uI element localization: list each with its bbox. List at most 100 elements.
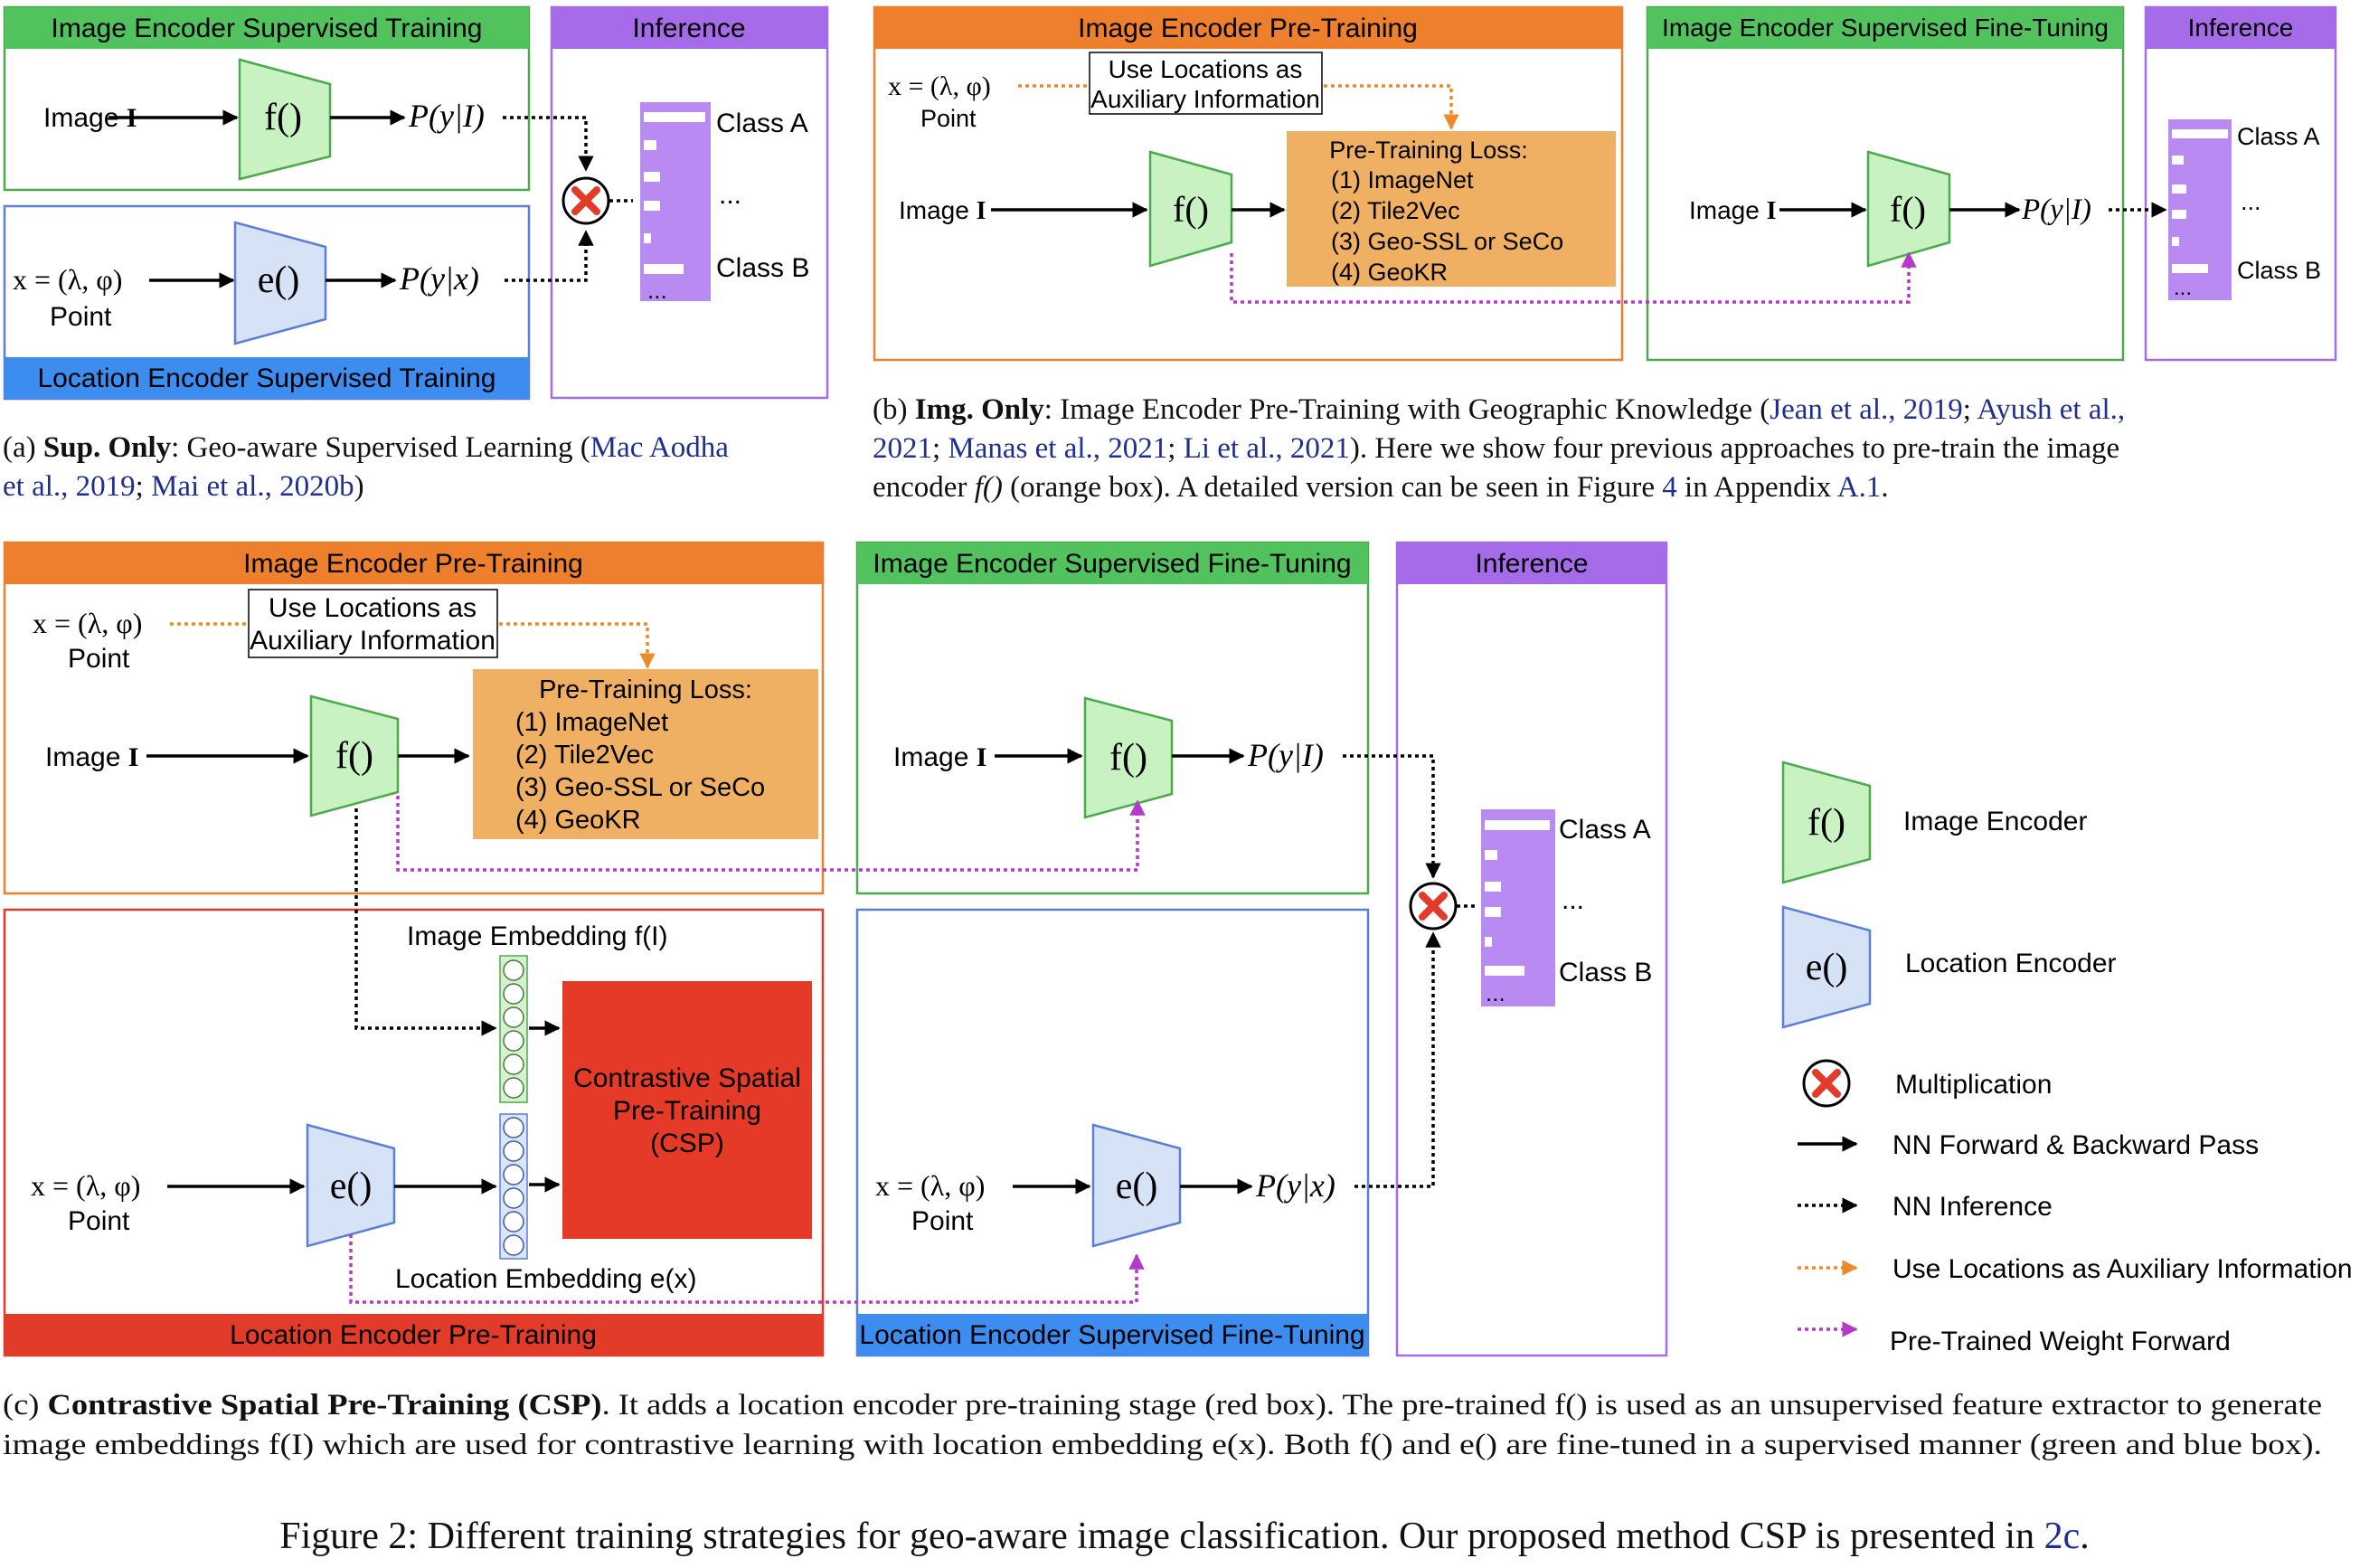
c-top-point-formula: x = (λ, φ) — [33, 607, 142, 639]
legend-nn-forward-backward: NN Forward & Backward Pass — [1892, 1130, 2259, 1160]
b-image-label: Image I — [899, 196, 986, 225]
b-caption-line2: 2021; Manas et al., 2021; Li et al., 202… — [873, 432, 2119, 465]
c-image-embedding-column — [499, 955, 528, 1103]
c-f-to-embedding-dotted — [354, 808, 497, 1036]
img-sup-training-title: Image Encoder Supervised Training — [52, 14, 483, 43]
c-loss-item-3: (3) Geo-SSL or SeCo — [515, 773, 765, 802]
a-image-encoder-f — [238, 58, 332, 181]
c-ft-e-label: e() — [1116, 1166, 1158, 1207]
loc-sup-training-title: Location Encoder Supervised Training — [38, 364, 496, 393]
b-use-locations-line1: Use Locations as — [1109, 55, 1303, 83]
c-ft-f-label: f() — [1109, 737, 1147, 779]
b-ellipsis: ... — [2174, 276, 2192, 300]
legend-use-locations: Use Locations as Auxiliary Information — [1892, 1254, 2353, 1284]
a-middle-dots: ... — [719, 180, 741, 210]
c-loc-pretraining-title: Location Encoder Pre-Training — [230, 1320, 597, 1350]
b-class-b: Class B — [2237, 257, 2321, 284]
a-ellipsis: ... — [647, 277, 667, 304]
c-ft-image-encoder-f — [1083, 696, 1174, 819]
c-csp-line2: Pre-Training — [613, 1096, 761, 1126]
c-pretrained-weight-forward-e — [349, 1234, 1145, 1304]
c-top-point-label: Point — [68, 644, 130, 674]
c-pretrain-location-encoder-e — [306, 1123, 396, 1248]
legend-image-encoder-icon — [1781, 760, 1872, 884]
b-ft-f-label: f() — [1890, 189, 1926, 230]
panel-b: Image Encoder Pre-Training x = (λ, φ) Po… — [873, 5, 2337, 504]
b-inference-title: Inference — [2188, 14, 2294, 42]
c-aux-to-loss — [499, 622, 656, 669]
legend-f-label: f() — [1807, 802, 1845, 844]
legend-multiplication-icon — [1804, 1061, 1849, 1106]
b-pretraining-header — [874, 7, 1622, 49]
c-loss-item-1: (1) ImageNet — [515, 708, 668, 737]
a-e-label: e() — [258, 260, 300, 301]
c-csp-line1: Contrastive Spatial — [573, 1063, 801, 1093]
c-img-pretraining-header — [5, 543, 823, 584]
c-loss-item-2: (2) Tile2Vec — [515, 741, 654, 770]
b-p-y-given-i: P(y|I) — [2021, 194, 2091, 226]
legend-nn-inference: NN Inference — [1892, 1192, 2053, 1222]
a-inference-dotted-bottom — [505, 230, 594, 282]
c-pretrain-f-label: f() — [335, 735, 373, 777]
b-loss-item-4: (4) GeoKR — [1331, 259, 1448, 286]
c-middle-dots: ... — [1562, 885, 1584, 915]
b-loss-item-1: (1) ImageNet — [1331, 166, 1474, 194]
c-inference-dotted-top — [1343, 754, 1441, 879]
b-loss-item-2: (2) Tile2Vec — [1331, 197, 1460, 224]
c-bottom-point-formula: x = (λ, φ) — [31, 1169, 140, 1202]
c-p-y-given-x: P(y|x) — [1255, 1167, 1336, 1204]
c-pretrain-image-encoder-f — [309, 694, 400, 817]
b-f-label: f() — [1173, 189, 1209, 230]
c-inference-dotted-bottom — [1354, 931, 1441, 1188]
c-loss-item-4: (4) GeoKR — [515, 806, 641, 835]
b-middle-dots: ... — [2241, 188, 2261, 215]
img-sup-training-header — [5, 7, 529, 49]
c-class-bar — [1481, 809, 1555, 1006]
b-ft-image-encoder-f — [1866, 150, 1951, 268]
c-location-embedding-column — [499, 1113, 528, 1260]
c-pretrain-e-label: e() — [330, 1166, 373, 1207]
c-use-locations-line1: Use Locations as — [269, 593, 477, 623]
loc-sup-training-header — [5, 357, 529, 399]
c-img-finetune-header — [857, 543, 1368, 584]
c-image-embedding-label: Image Embedding f(I) — [407, 921, 667, 951]
c-bottom-point-label: Point — [68, 1206, 130, 1236]
b-finetune-header — [1647, 7, 2123, 49]
b-use-locations-box — [1089, 52, 1323, 115]
c-p-y-given-i: P(y|I) — [1247, 737, 1324, 773]
c-loc-finetune-header — [857, 1314, 1368, 1355]
c-class-a: Class A — [1559, 815, 1651, 845]
c-ft-point-label: Point — [911, 1206, 974, 1236]
a-p-y-given-x: P(y|x) — [399, 260, 479, 297]
b-caption-line3: encoder f() (orange box). A detailed ver… — [873, 471, 1889, 504]
b-finetune-title: Image Encoder Supervised Fine-Tuning — [1662, 14, 2109, 42]
c-class-b: Class B — [1559, 958, 1652, 987]
c-inference-title: Inference — [1475, 549, 1588, 579]
c-img-pretraining-title: Image Encoder Pre-Training — [243, 549, 583, 579]
b-aux-to-loss — [1324, 84, 1459, 130]
legend-location-encoder: Location Encoder — [1905, 949, 2117, 978]
a-class-a: Class A — [716, 109, 808, 138]
c-caption-line1: (c) Contrastive Spatial Pre-Training (CS… — [3, 1389, 2322, 1422]
c-use-locations-box — [248, 589, 498, 658]
b-use-locations-line2: Auxiliary Information — [1090, 85, 1320, 113]
b-caption-line1: (b) Img. Only: Image Encoder Pre-Trainin… — [873, 393, 2125, 426]
b-class-a: Class A — [2237, 123, 2320, 150]
legend-e-label: e() — [1806, 947, 1848, 988]
c-use-locations-line2: Auxiliary Information — [250, 626, 496, 656]
b-image-encoder-f — [1148, 150, 1233, 268]
c-ft-location-encoder-e — [1091, 1123, 1182, 1248]
c-ft-point-formula: x = (λ, φ) — [875, 1169, 985, 1202]
a-class-b: Class B — [716, 253, 809, 283]
a-f-label: f() — [264, 97, 302, 138]
a-inference-header — [552, 7, 827, 49]
c-location-embedding-label: Location Embedding e(x) — [395, 1264, 697, 1294]
a-point-formula: x = (λ, φ) — [13, 263, 122, 296]
a-inference-dotted-top — [503, 116, 594, 172]
b-point-formula: x = (λ, φ) — [888, 71, 991, 101]
b-inference-header — [2146, 7, 2336, 49]
b-pretraining-loss-box — [1287, 131, 1616, 287]
c-loss-title: Pre-Training Loss: — [539, 675, 752, 704]
legend-multiplication: Multiplication — [1895, 1070, 2052, 1100]
